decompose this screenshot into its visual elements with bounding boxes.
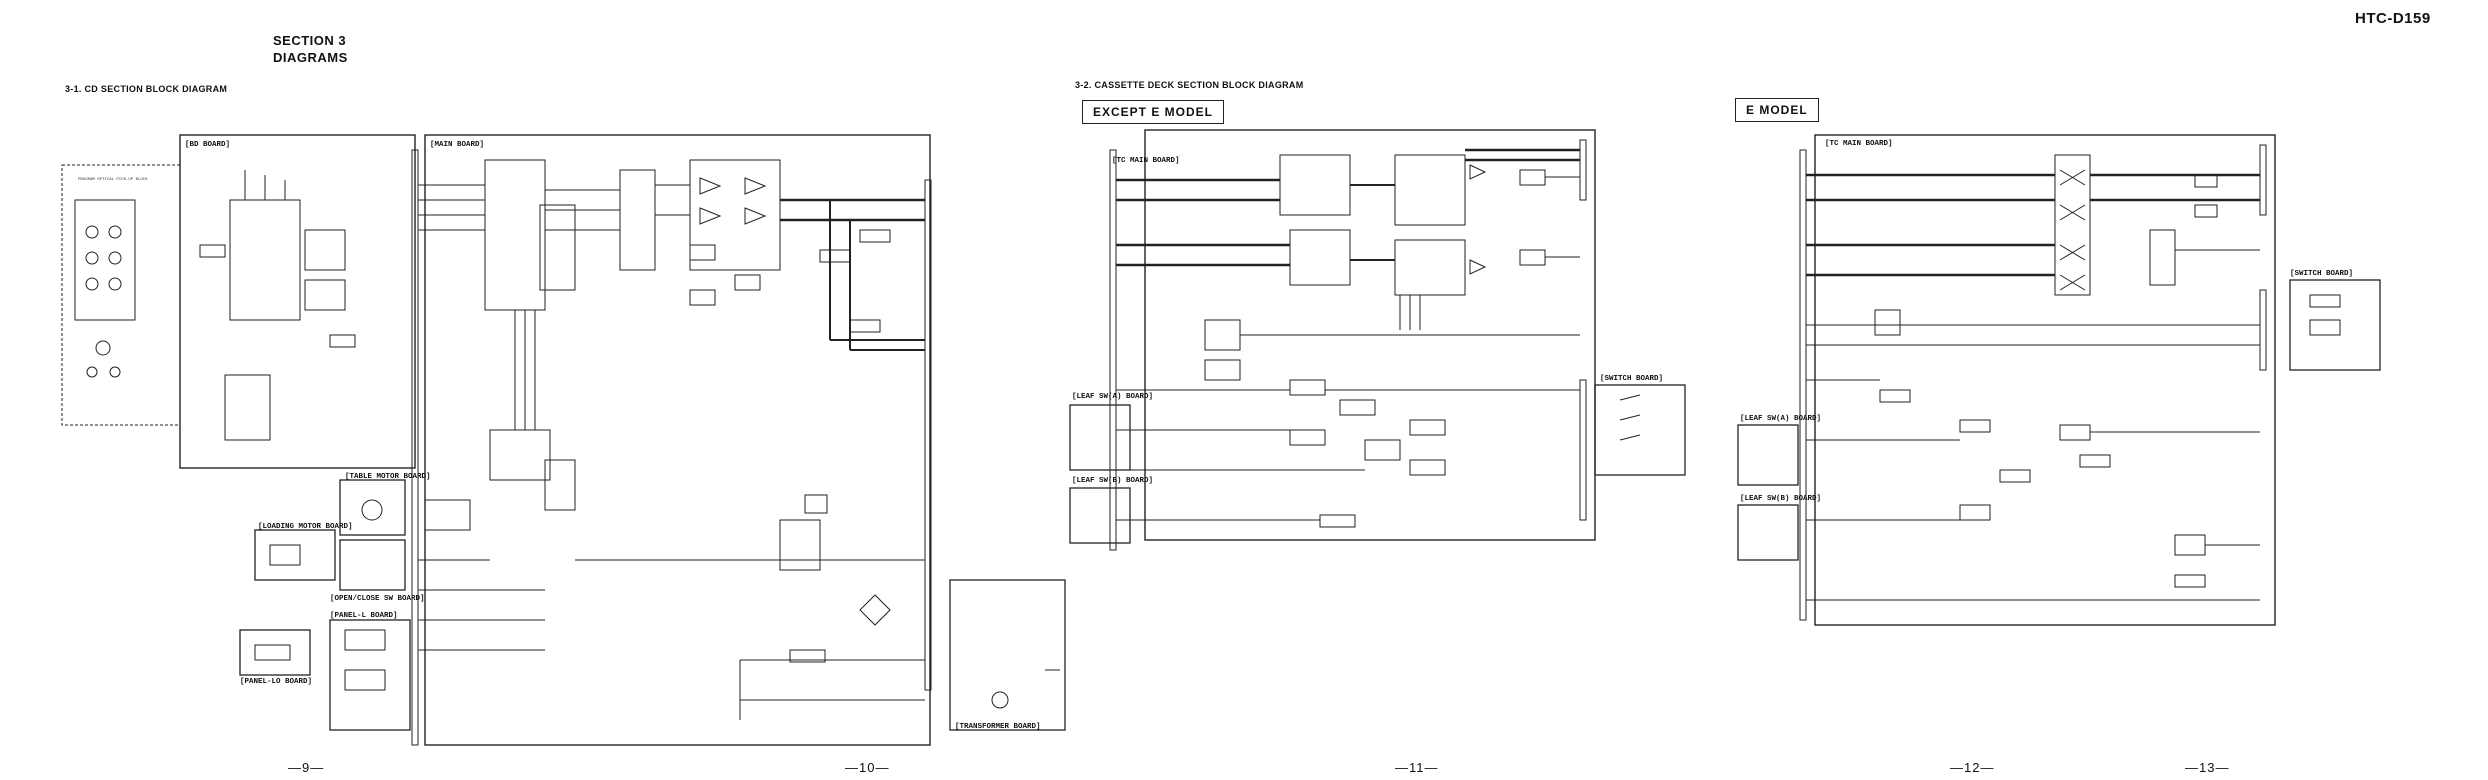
table-motor-board-label: [TABLE MOTOR BOARD] bbox=[345, 473, 431, 481]
transformer-board-label: [TRANSFORMER BOARD] bbox=[955, 723, 1041, 731]
tc-main-board-e-model: [TC MAIN BOARD] bbox=[1806, 134, 2276, 626]
leaf-sw-a-board-label-except-e: [LEAF SW(A) BOARD] bbox=[1072, 393, 1153, 401]
page-number-10: —10— bbox=[845, 760, 890, 775]
panel-lo-board-label: [PANEL-LO BOARD] bbox=[240, 678, 312, 686]
section-number: SECTION 3 bbox=[273, 33, 347, 48]
panel-l-board-label: [PANEL-L BOARD] bbox=[330, 612, 398, 620]
e-model-label: E MODEL bbox=[1735, 98, 1819, 122]
section-title: DIAGRAMS bbox=[273, 50, 348, 65]
loading-motor-board-label: [LOADING MOTOR BOARD] bbox=[258, 523, 353, 531]
cd-section-diagram: PROGRAM OPTICAL PICK-UP BLOCK [BD BOARD] bbox=[61, 134, 1066, 746]
model-number: HTC-D159 bbox=[2355, 10, 2431, 27]
switch-board-except-e: [SWITCH BOARD] bbox=[1594, 375, 1686, 476]
leaf-sw-a-board-label-e-model: [LEAF SW(A) BOARD] bbox=[1740, 415, 1821, 423]
panel-lo-board: [PANEL-LO BOARD] bbox=[239, 629, 312, 686]
switch-board-e-model: [SWITCH BOARD] bbox=[2289, 270, 2381, 371]
loading-motor-board: [LOADING MOTOR BOARD] bbox=[254, 523, 353, 581]
cassette-diagram-heading: 3-2. CASSETTE DECK SECTION BLOCK DIAGRAM bbox=[1075, 80, 1304, 90]
leaf-sw-b-board-e-model: [LEAF SW(B) BOARD] bbox=[1737, 495, 1821, 561]
cassette-except-e-diagram: [TC MAIN BOARD] bbox=[1069, 129, 1686, 551]
tc-main-board-except-e: [TC MAIN BOARD] bbox=[1112, 129, 1596, 541]
bd-board: [BD BOARD] bbox=[179, 134, 416, 469]
page-number-13: —13— bbox=[2185, 760, 2230, 775]
leaf-sw-b-board-label-e-model: [LEAF SW(B) BOARD] bbox=[1740, 495, 1821, 503]
tc-main-board-label-except-e: [TC MAIN BOARD] bbox=[1112, 157, 1180, 165]
page-number-9: —9— bbox=[288, 760, 325, 775]
optical-pickup-block: PROGRAM OPTICAL PICK-UP BLOCK bbox=[61, 164, 181, 426]
cd-diagram-heading: 3-1. CD SECTION BLOCK DIAGRAM bbox=[65, 84, 228, 94]
panel-l-board: [PANEL-L BOARD] bbox=[329, 612, 411, 731]
main-board: [MAIN BOARD] bbox=[418, 134, 931, 746]
page-number-11: —11— bbox=[1395, 760, 1439, 775]
leaf-sw-b-board-except-e: [LEAF SW(B) BOARD] bbox=[1069, 477, 1153, 544]
table-motor-board: [TABLE MOTOR BOARD] bbox=[339, 473, 431, 536]
except-e-model-label: EXCEPT E MODEL bbox=[1082, 100, 1225, 124]
switch-board-label-except-e: [SWITCH BOARD] bbox=[1600, 375, 1663, 383]
tc-main-board-label-e-model: [TC MAIN BOARD] bbox=[1825, 140, 1893, 148]
pickup-note: PROGRAM OPTICAL PICK-UP BLOCK bbox=[78, 178, 148, 182]
leaf-sw-a-board-except-e: [LEAF SW(A) BOARD] bbox=[1069, 393, 1153, 471]
open-close-sw-board-label: [OPEN/CLOSE SW BOARD] bbox=[330, 595, 425, 603]
leaf-sw-b-board-label-except-e: [LEAF SW(B) BOARD] bbox=[1072, 477, 1153, 485]
bd-board-label: [BD BOARD] bbox=[185, 141, 230, 149]
cassette-e-model-diagram: [TC MAIN BOARD] bbox=[1737, 134, 2381, 626]
switch-board-label-e-model: [SWITCH BOARD] bbox=[2290, 270, 2353, 278]
transformer-board: [TRANSFORMER BOARD] bbox=[949, 579, 1066, 731]
open-close-sw-board: [OPEN/CLOSE SW BOARD] bbox=[330, 539, 425, 603]
main-board-label: [MAIN BOARD] bbox=[430, 141, 484, 149]
leaf-sw-a-board-e-model: [LEAF SW(A) BOARD] bbox=[1737, 415, 1821, 486]
page-number-12: —12— bbox=[1950, 760, 1995, 775]
